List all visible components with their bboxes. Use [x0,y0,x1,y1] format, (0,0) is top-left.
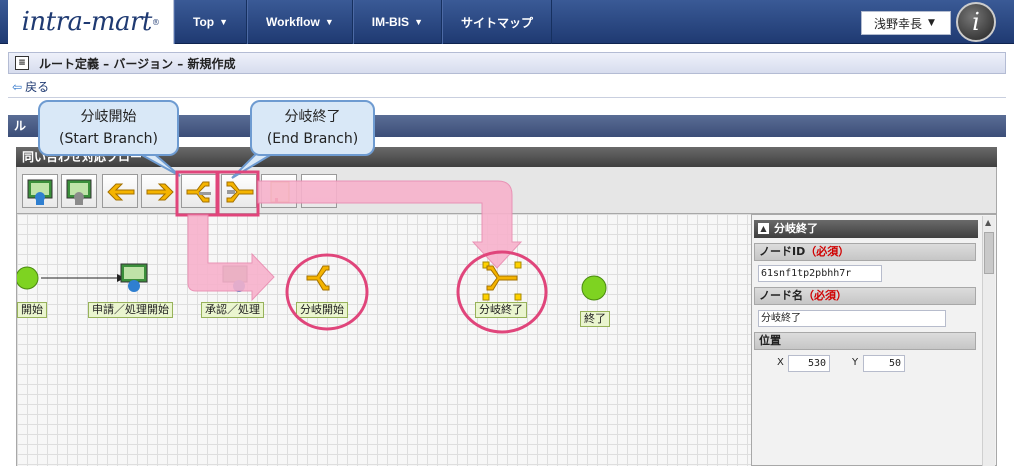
panel-scrollbar[interactable]: ▲ [982,216,995,466]
nav-top[interactable]: Top ▼ [174,0,248,44]
back-arrow-icon: ⇦ [12,79,23,94]
nav-top-label: Top [193,15,215,29]
callout-start-branch-title: 分岐開始 [80,109,137,125]
node-label-start: 開始 [17,302,47,318]
x-position-field[interactable]: 530 [788,355,830,372]
callout-start-branch-subtitle: (Start Branch) [59,131,158,147]
flow-toolbar [16,167,997,214]
node-id-label: ノードID（必須） [754,243,976,261]
branch-end-node-icon[interactable] [486,265,518,291]
flow-canvas[interactable]: 開始 申請／処理開始 承認／処理 分岐開始 分岐終了 終了 [16,214,751,466]
callout-end-branch-subtitle: (End Branch) [266,131,359,147]
tool-user-node-button[interactable] [22,174,58,208]
property-panel: ▲ 分岐終了 ノードID（必須） 61snf1tp2pbhh7r ノード名（必須… [751,214,997,466]
position-label: 位置 [754,332,976,350]
nav-sitemap[interactable]: サイトマップ [442,0,553,44]
required-mark: （必須） [805,245,850,258]
user-name: 浅野幸長 [874,16,923,31]
node-name-label: ノード名（必須） [754,287,976,305]
nav-workflow-label: Workflow [266,15,320,29]
node-id-label-text: ノードID [759,245,806,258]
nav-im-bis-label: IM-BIS [371,15,410,29]
nav-sitemap-label: サイトマップ [461,15,534,30]
node-id-field[interactable]: 61snf1tp2pbhh7r [758,265,882,282]
approve-node-icon[interactable] [222,265,248,283]
nav-workflow[interactable]: Workflow ▼ [247,0,353,44]
chevron-down-icon: ▼ [414,17,423,27]
intra-mart-logo[interactable]: intra-mart® [8,0,174,44]
tool-start-branch-button[interactable] [181,174,217,208]
scroll-thumb[interactable] [984,232,994,274]
tool-jump-button[interactable] [102,174,138,208]
position-label-text: 位置 [759,334,781,347]
scroll-up-icon[interactable]: ▲ [985,218,992,227]
start-branch-icon [186,181,211,203]
logo-text: intra-mart [21,7,153,37]
nav-im-bis[interactable]: IM-BIS ▼ [352,0,442,44]
back-link[interactable]: 戻る [25,80,50,94]
page-title-bar: ≡ ルート定義 – バージョン – 新規作成 [8,52,1006,74]
main-nav: Top ▼ Workflow ▼ IM-BIS ▼ サイトマップ [174,0,553,44]
tool-forward-button[interactable] [141,174,177,208]
tool-note-button[interactable] [261,174,297,208]
chevron-down-icon: ▼ [219,17,229,27]
node-label-end: 終了 [580,311,610,327]
node-label-branch-start: 分岐開始 [296,302,348,318]
forward-icon [146,183,174,201]
end-branch-icon [226,181,254,203]
y-position-field[interactable]: 50 [863,355,905,372]
node-label-approve: 承認／処理 [201,302,264,318]
tool-blank-button[interactable] [301,174,337,208]
node-name-field[interactable]: 分岐終了 [758,310,946,327]
collapse-icon[interactable]: ▲ [758,223,769,234]
user-node-icon [27,179,53,205]
callout-end-branch: 分岐終了 (End Branch) [250,100,375,156]
user-node-alt-icon [66,179,92,205]
start-node-icon[interactable] [17,266,39,290]
chevron-down-icon: ▼ [928,18,935,28]
x-label: X [777,357,784,368]
callout-start-branch: 分岐開始 (Start Branch) [38,100,179,156]
y-label: Y [852,357,859,368]
jump-icon [107,183,135,201]
note-icon [270,181,290,203]
top-header: intra-mart® Top ▼ Workflow ▼ IM-BIS ▼ サイトマッ… [0,0,1014,44]
back-bar: ⇦ 戻る [8,76,1006,98]
branch-start-node-icon[interactable] [306,265,330,291]
avatar[interactable]: i [956,2,996,42]
clipboard-icon: ≡ [15,56,29,70]
end-node-icon[interactable] [581,275,607,301]
panel-title: 分岐終了 [774,222,818,235]
user-menu[interactable]: 浅野幸長 ▼ [861,11,951,35]
node-label-apply: 申請／処理開始 [88,302,173,318]
flow-connectors [17,261,607,301]
node-name-label-text: ノード名 [759,289,803,302]
page-title: ルート定義 – バージョン – 新規作成 [39,56,236,71]
panel-header[interactable]: ▲ 分岐終了 [754,220,978,238]
required-mark: （必須） [803,289,847,302]
section-title: ル [14,119,27,133]
tool-end-branch-button[interactable] [221,174,257,208]
node-label-branch-end: 分岐終了 [475,302,527,318]
tool-user-node-2-button[interactable] [61,174,97,208]
chevron-down-icon: ▼ [324,17,334,27]
callout-end-branch-title: 分岐終了 [284,109,341,125]
